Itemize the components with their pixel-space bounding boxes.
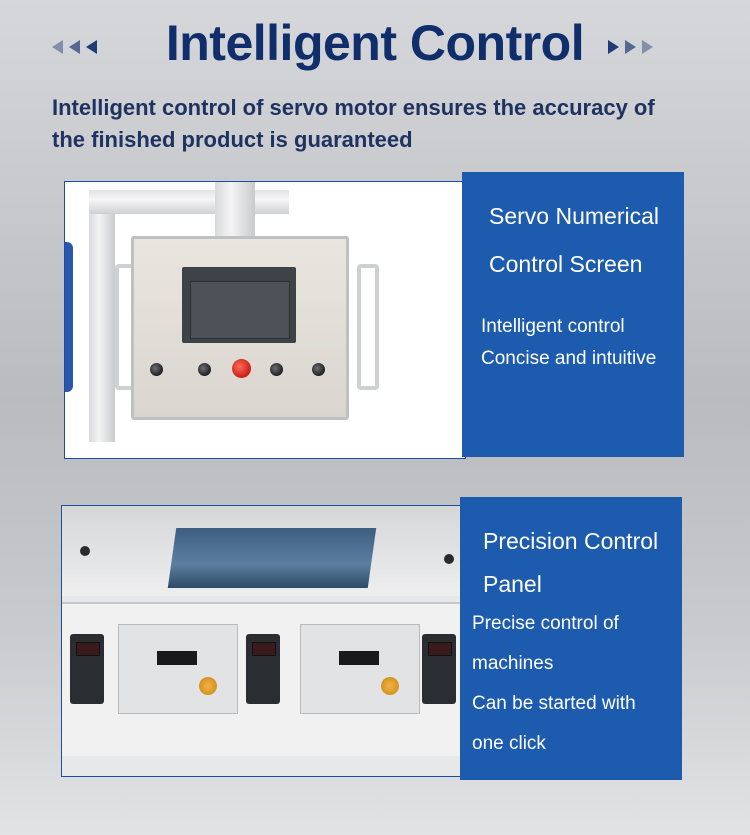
arrow-left-icon (86, 40, 97, 54)
machine-edge (65, 242, 73, 392)
film-roll (167, 528, 377, 588)
selector-knob-icon (312, 363, 325, 376)
touch-screen (190, 281, 290, 339)
machine-top (62, 506, 464, 596)
tension-controller (300, 624, 420, 714)
right-arrows-decoration (608, 40, 653, 54)
tension-dial-icon (199, 677, 217, 695)
servo-title-line1: Servo Numerical (489, 203, 659, 229)
mount-hole-icon (444, 554, 454, 564)
servo-screen-photo (64, 181, 466, 459)
control-cabinet (131, 236, 349, 420)
speed-controller (246, 634, 280, 704)
right-handle (357, 264, 379, 390)
mount-hole-icon (80, 546, 90, 556)
emergency-stop-icon (232, 359, 251, 378)
arrow-left-icon (52, 40, 63, 54)
tension-dial-icon (381, 677, 399, 695)
control-panel-photo (61, 505, 465, 777)
selector-knob-icon (270, 363, 283, 376)
servo-info-box: Servo Numerical Control Screen Intellige… (462, 172, 684, 457)
panel-text-line2: machines (472, 653, 554, 674)
selector-knob-icon (198, 363, 211, 376)
header: Intelligent Control (0, 0, 750, 100)
arrow-right-icon (625, 40, 636, 54)
servo-title-line2: Control Screen (489, 251, 643, 277)
selector-knob-icon (150, 363, 163, 376)
mount-bracket (215, 182, 255, 242)
arrow-left-icon (69, 40, 80, 54)
left-arrows-decoration (52, 40, 97, 54)
arrow-right-icon (642, 40, 653, 54)
panel-text-line4: one click (472, 733, 546, 754)
panel-text-line3: Can be started with (472, 693, 636, 714)
servo-text-line1: Intelligent control (481, 316, 625, 337)
panel-title-line2: Panel (483, 571, 542, 597)
control-panel-board (62, 602, 464, 756)
support-arm (89, 190, 289, 214)
arrow-right-icon (608, 40, 619, 54)
panel-title-line1: Precision Control (483, 528, 659, 554)
speed-controller (70, 634, 104, 704)
support-pole (89, 192, 115, 442)
touch-screen-bezel (182, 267, 296, 343)
speed-controller (422, 634, 456, 704)
page-title: Intelligent Control (165, 15, 585, 71)
control-panel-info-box: Precision Control Panel Precise control … (460, 497, 682, 780)
servo-text-line2: Concise and intuitive (481, 348, 657, 369)
panel-text-line1: Precise control of (472, 613, 619, 634)
tension-controller (118, 624, 238, 714)
page-subtitle: Intelligent control of servo motor ensur… (52, 95, 655, 152)
